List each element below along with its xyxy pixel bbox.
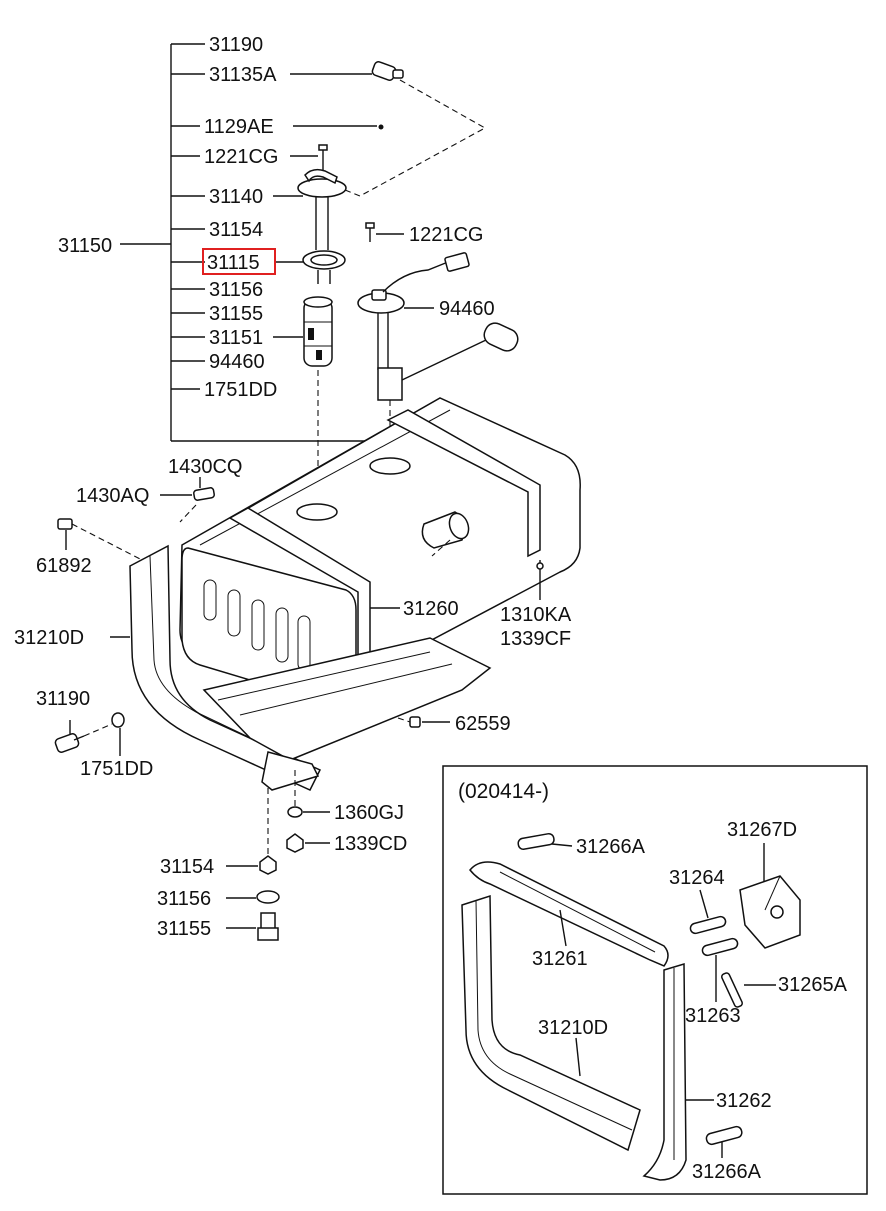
label-31190: 31190: [209, 34, 263, 56]
screw-1221cg-right-icon: [365, 222, 404, 242]
screw-1221cg-icon: [318, 144, 328, 170]
inset-panel: (020414-): [442, 765, 868, 1195]
label-61892: 61892: [36, 555, 92, 577]
strap-31261-icon: [469, 861, 669, 967]
strap-31262-icon: [642, 962, 714, 1181]
inset-label-31265a: 31265A: [778, 974, 848, 996]
sender-assembly-parts: [297, 61, 519, 495]
label-31260: 31260: [403, 598, 459, 620]
label-31150: 31150: [58, 235, 112, 257]
flange-31140-icon: [297, 168, 347, 250]
main-labels: 31190 31135A 1129AE 1221CG 31140 31154 3…: [14, 34, 572, 940]
label-1430cq: 1430CQ: [168, 456, 243, 478]
pin-31264-icon: [689, 889, 727, 935]
label-1751dd: 1751DD: [204, 379, 277, 401]
label-31190-lower: 31190: [36, 688, 90, 710]
label-1430aq: 1430AQ: [76, 485, 149, 507]
bracket-31210d-icon: [461, 894, 641, 1152]
inset-label-31263: 31263: [685, 1005, 741, 1027]
pin-31265a-icon: [721, 972, 776, 1008]
label-94460: 94460: [209, 351, 265, 373]
label-1339cd: 1339CD: [334, 833, 407, 855]
inset-title: (020414-): [458, 780, 549, 803]
label-62559: 62559: [455, 713, 511, 735]
inset-label-31261: 31261: [532, 948, 588, 970]
highlight-box: [202, 248, 276, 275]
label-31115: 31115: [207, 252, 260, 274]
label-1129ae: 1129AE: [204, 116, 274, 138]
label-1360gj: 1360GJ: [334, 802, 404, 824]
label-31156: 31156: [209, 279, 263, 301]
label-31154-lower: 31154: [160, 856, 214, 878]
pin-31266a-icon: [517, 832, 573, 850]
inset-label-31264: 31264: [669, 867, 725, 889]
label-31155: 31155: [209, 303, 263, 325]
pin-31266a-lower-icon: [705, 1125, 743, 1158]
inset-label-31210d: 31210D: [538, 1017, 608, 1039]
left-fasteners: [54, 477, 215, 756]
label-1221cg-right: 1221CG: [409, 224, 484, 246]
inset-label-31266a-lower: 31266A: [692, 1161, 762, 1183]
label-1310ka: 1310KA: [500, 604, 572, 626]
valve-31135a-icon: [371, 61, 404, 81]
label-1221cg: 1221CG: [204, 146, 279, 168]
label-31156-lower: 31156: [157, 888, 211, 910]
label-31155-lower: 31155: [157, 918, 211, 940]
pin-31263-icon: [701, 937, 739, 1002]
inset-label-31266a: 31266A: [576, 836, 646, 858]
upper-bracket-lines: [120, 43, 398, 442]
screw-1129ae-icon: [378, 124, 384, 130]
block-31267d-icon: [739, 843, 801, 949]
right-fasteners: [226, 560, 544, 941]
sender-94460-icon: [357, 252, 519, 455]
label-94460-right: 94460: [439, 298, 495, 320]
label-1339cf: 1339CF: [500, 628, 571, 650]
pump-31151-icon: [303, 296, 333, 367]
label-31210d: 31210D: [14, 627, 84, 649]
inset-label-31262: 31262: [716, 1090, 772, 1112]
tank-bracket-frame: [129, 544, 492, 791]
gasket-31115-icon: [302, 250, 346, 284]
label-31154: 31154: [209, 219, 263, 241]
label-31151: 31151: [209, 327, 263, 349]
label-31140: 31140: [209, 186, 263, 208]
label-1751dd-lower: 1751DD: [80, 758, 153, 780]
drain-plug-31190-icon: [54, 733, 85, 753]
label-31135a: 31135A: [209, 64, 277, 86]
inset-label-31267d: 31267D: [727, 819, 797, 841]
